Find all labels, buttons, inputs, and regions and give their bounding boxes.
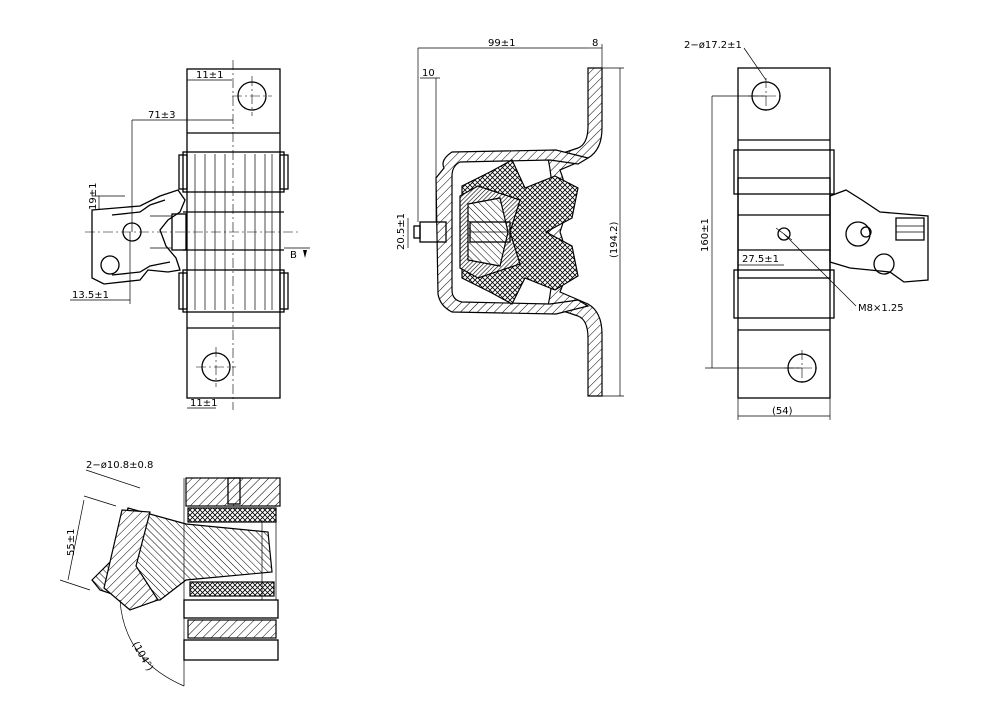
dim-stud-offset: 10 [422, 68, 435, 79]
thread-spec: M8×1.25 [858, 303, 904, 314]
dim-section-height: (194.2) [609, 221, 620, 258]
dim-side-height: 160±1 [700, 218, 711, 252]
detail-view [59, 469, 281, 687]
dim-side-holes: 2−ø17.2±1 [684, 40, 742, 51]
dim-bottom-offset: 11±1 [190, 398, 217, 409]
dim-stud-height: 20.5±1 [396, 213, 407, 250]
dim-side-width: (54) [772, 406, 793, 417]
dim-detail-holes: 2−ø10.8±0.8 [86, 460, 153, 471]
dim-plate: 8 [592, 38, 598, 49]
dim-arm-length: 71±3 [148, 110, 175, 121]
view-marker-b: B [290, 250, 297, 261]
front-view [70, 60, 310, 410]
dim-arm-height: 19±1 [88, 183, 99, 210]
side-view [705, 47, 929, 420]
dim-detail-length: 55±1 [66, 529, 77, 556]
dim-detail-angle: (104°) [129, 640, 155, 673]
section-view [407, 44, 624, 397]
dim-top-offset: 11±1 [196, 70, 223, 81]
dim-side-offset: 27.5±1 [742, 254, 779, 265]
dim-arm-base: 13.5±1 [72, 290, 109, 301]
dim-width: 99±1 [488, 38, 515, 49]
